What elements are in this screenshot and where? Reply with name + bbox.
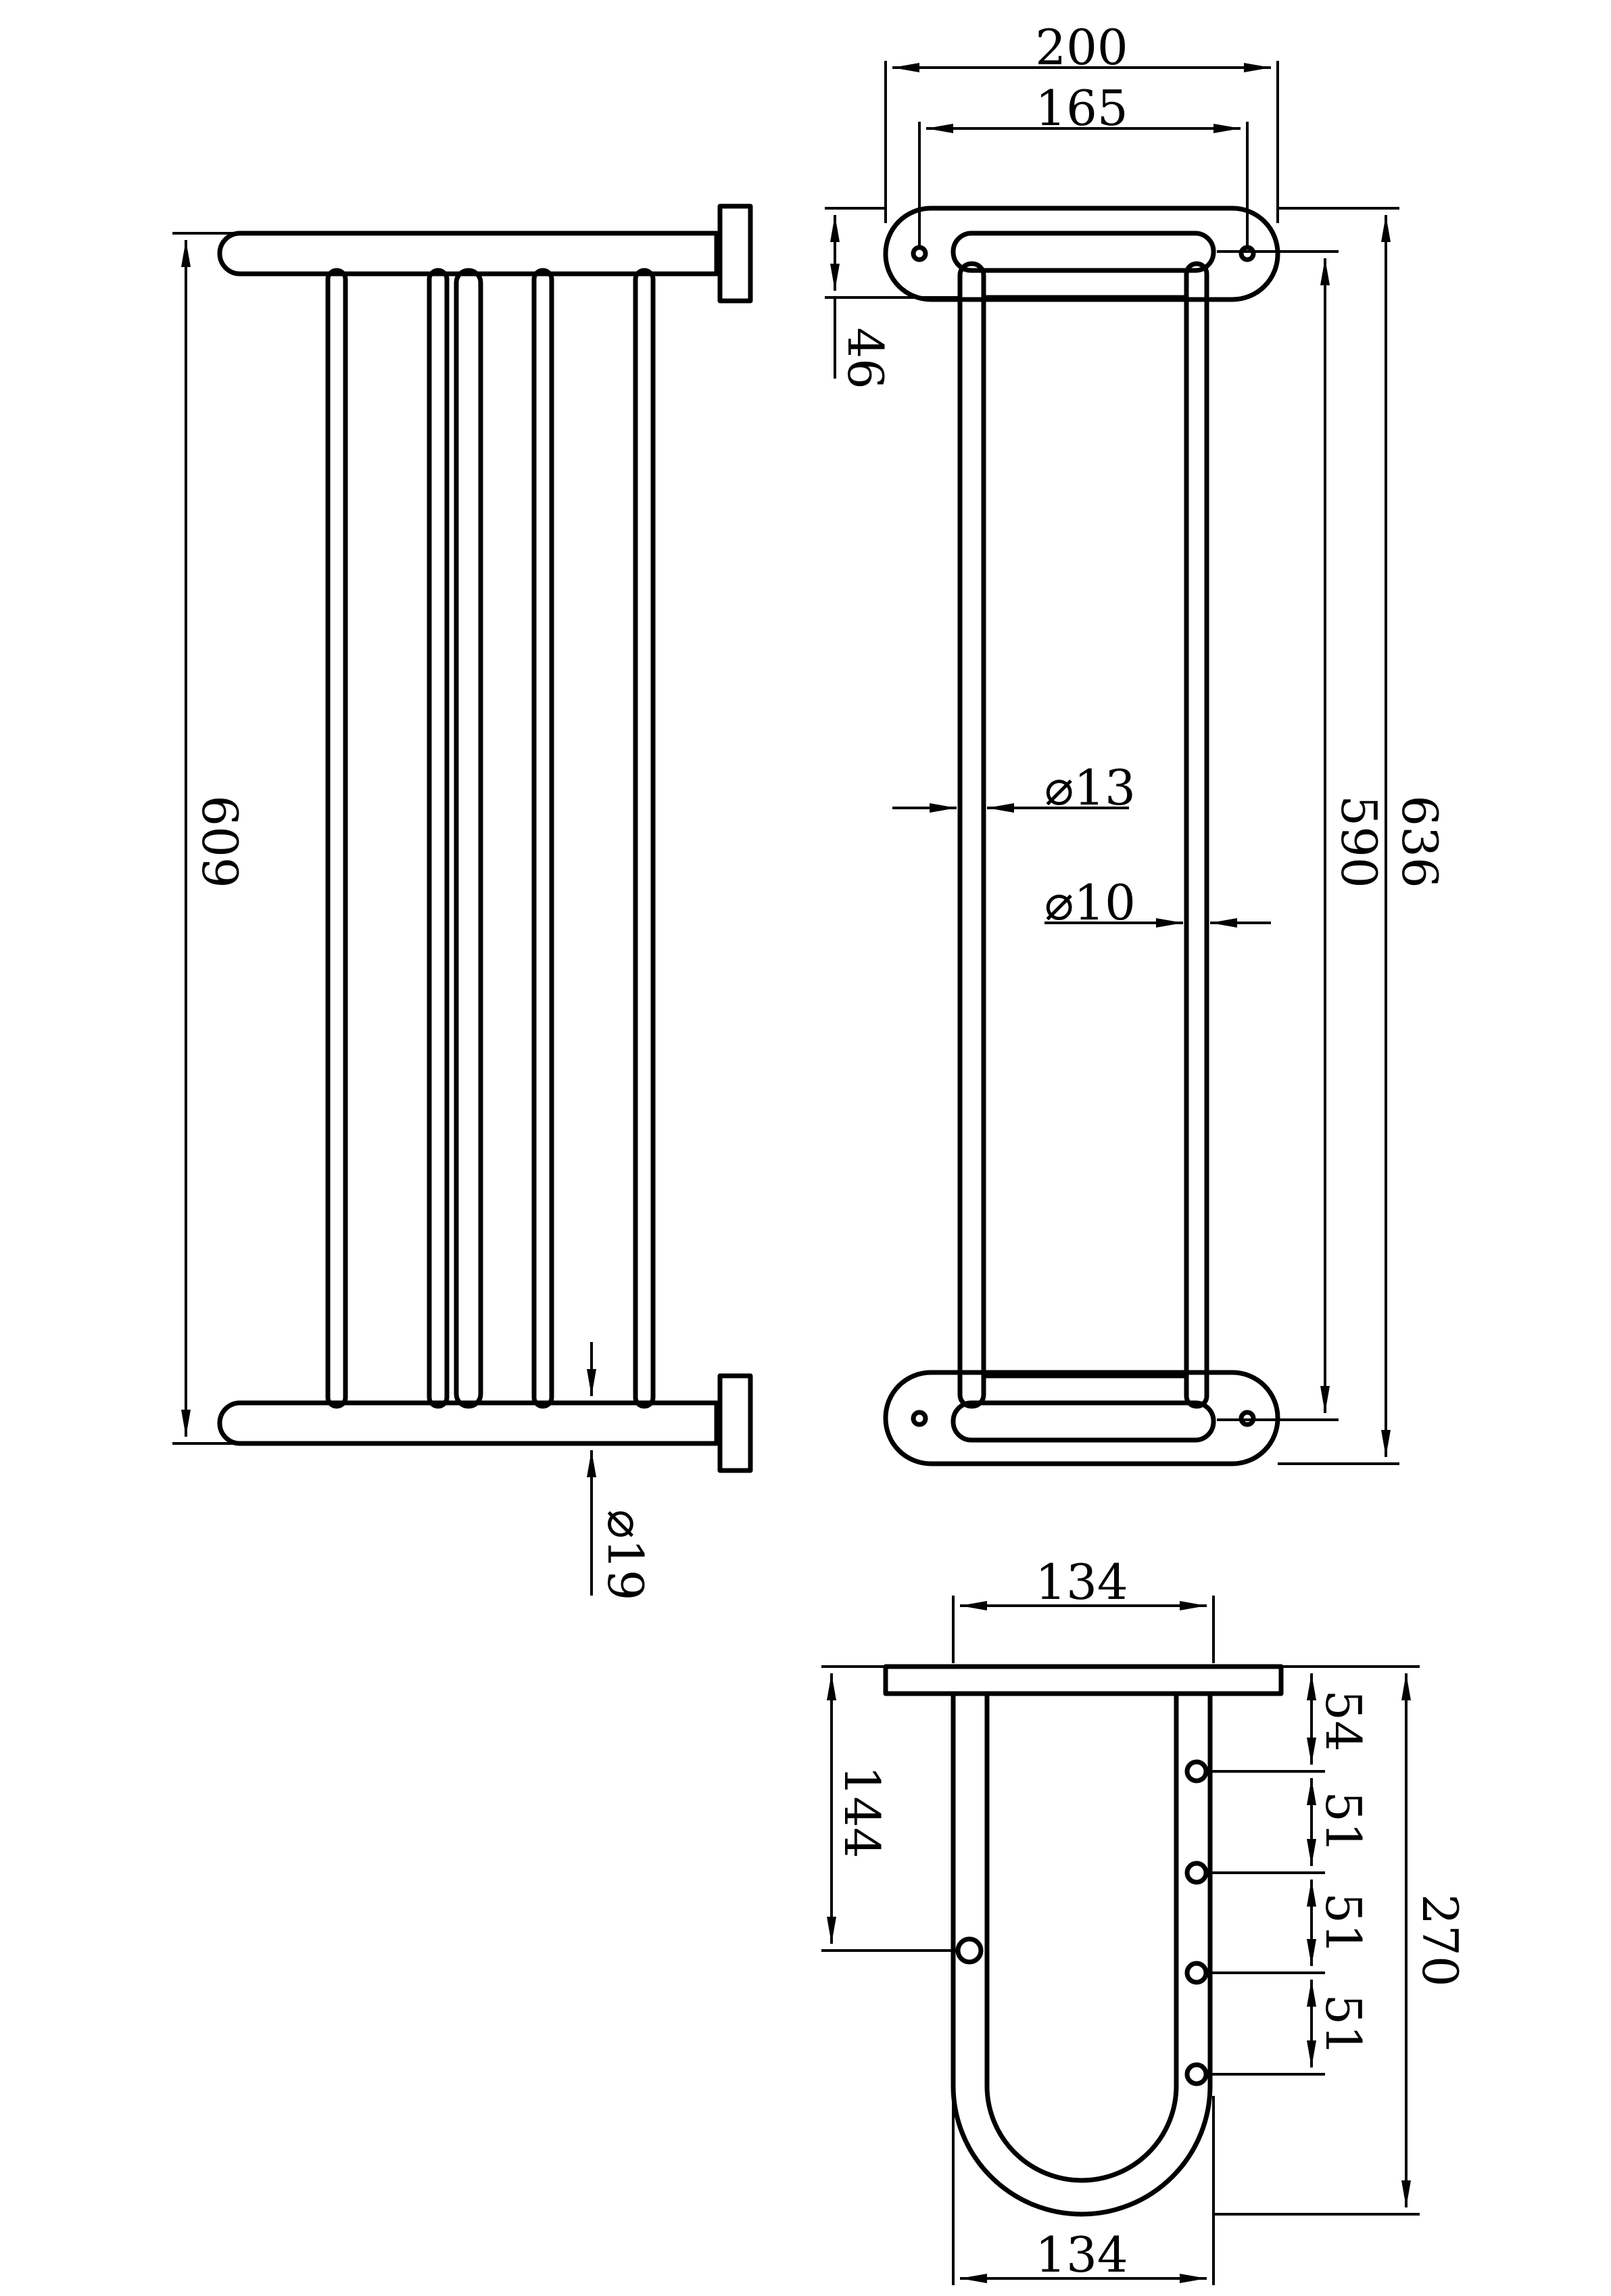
end-top-width-dim: 134 bbox=[1035, 1554, 1128, 1610]
end-u-inner bbox=[984, 1691, 1179, 2183]
top-right-tube bbox=[1184, 261, 1209, 1409]
top-cap-upper bbox=[951, 231, 1216, 273]
side-bottom-rail bbox=[217, 1400, 719, 1446]
top-overall-length-dim: 636 bbox=[1391, 795, 1448, 888]
side-bottom-flange bbox=[717, 1373, 753, 1473]
end-bottom-width-dim: 134 bbox=[1035, 2226, 1128, 2283]
end-u-outer bbox=[951, 1691, 1213, 2217]
side-vertical-bars bbox=[325, 268, 656, 1409]
end-spacing-4-dim: 51 bbox=[1315, 1994, 1372, 2056]
top-width-dim: 200 bbox=[1035, 19, 1128, 76]
top-inner-length-dim: 590 bbox=[1330, 795, 1387, 888]
top-hole-spacing-dim: 165 bbox=[1035, 80, 1128, 137]
end-spacing-2-dim: 51 bbox=[1315, 1791, 1372, 1853]
end-top-plate bbox=[883, 1664, 1284, 1696]
top-plate-lower bbox=[883, 1370, 1280, 1466]
end-hole-1 bbox=[1184, 1759, 1209, 1784]
top-cap-lower bbox=[951, 1400, 1216, 1443]
end-spacing-1-dim: 54 bbox=[1315, 1690, 1372, 1752]
end-overall-depth-dim: 270 bbox=[1412, 1894, 1468, 1986]
side-top-rail bbox=[217, 231, 719, 277]
top-plate-hole-dim: 46 bbox=[837, 327, 894, 389]
side-length-dim: 609 bbox=[191, 795, 248, 888]
end-front-height-dim: 144 bbox=[834, 1765, 890, 1858]
end-hole-4 bbox=[1184, 2062, 1209, 2086]
top-hole-ll bbox=[911, 1410, 928, 1427]
side-view: 609 ⌀19 bbox=[172, 204, 753, 1601]
side-top-flange bbox=[717, 204, 753, 304]
top-view: 200 165 46 590 636 ⌀13 ⌀10 bbox=[825, 19, 1448, 1466]
top-inner-diameter-dim: ⌀10 bbox=[1044, 874, 1136, 931]
top-left-tube bbox=[957, 261, 986, 1409]
end-view: 134 134 144 54 51 51 51 270 bbox=[821, 1554, 1468, 2285]
end-front-hole bbox=[955, 1936, 984, 1965]
top-hole-ul bbox=[911, 245, 928, 262]
top-hole-ur bbox=[1239, 245, 1256, 262]
side-diameter-dim: ⌀19 bbox=[597, 1510, 654, 1601]
end-spacing-3-dim: 51 bbox=[1315, 1892, 1372, 1955]
end-hole-3 bbox=[1184, 1961, 1209, 1985]
top-plate-upper bbox=[883, 206, 1280, 302]
top-outer-diameter-dim: ⌀13 bbox=[1044, 759, 1136, 816]
end-hole-2 bbox=[1184, 1861, 1209, 1885]
